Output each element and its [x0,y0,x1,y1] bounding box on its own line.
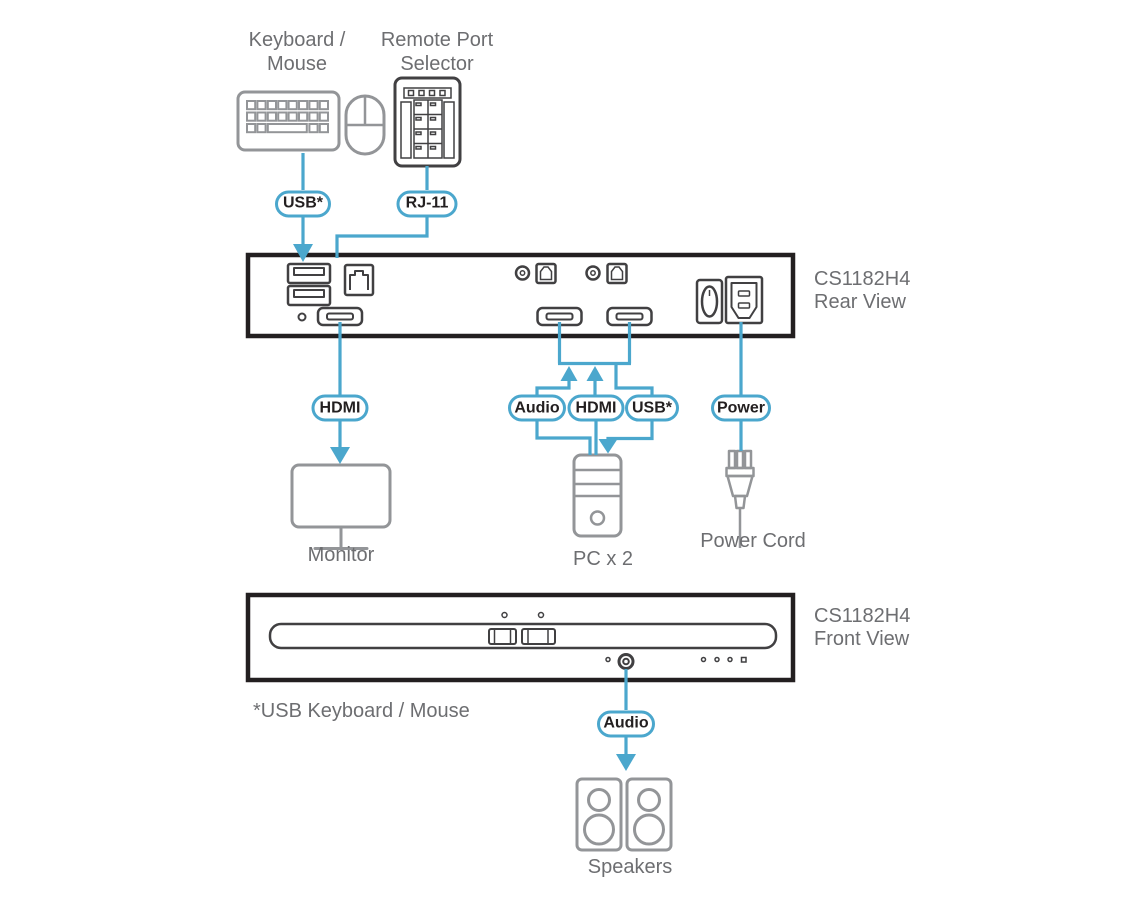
speakers-icon [575,777,673,852]
usb-footnote: *USB Keyboard / Mouse [253,700,470,722]
pill-hdmi-pc: HDMI [567,394,625,422]
power-plug-icon [725,449,755,548]
audio-usb-b-group-1 [514,262,557,285]
arrow-down-usb-pc [598,439,618,454]
arrow-up-hdmi [586,366,604,381]
front-audio-jack [617,653,635,670]
arrow-down-audio-speakers [616,754,636,771]
front-panel [245,592,796,683]
port-led-1 [501,611,508,619]
rear-view-title: CS1182H4 Rear View [814,268,910,314]
audio-usb-b-group-2 [585,262,628,285]
power-inlet [724,275,764,325]
pc-icon [572,453,623,538]
rj11-port [343,263,375,297]
status-led-4 [740,656,747,663]
port-selection-button-1 [488,628,517,645]
rear-view-text: Rear View [814,291,906,313]
keyboard-mouse-label: Keyboard / Mouse [248,29,346,75]
power-switch [695,278,724,325]
port-led-2 [537,611,545,619]
port-selection-button-2 [521,628,556,645]
pill-usb-pc: USB* [625,394,679,422]
arrow-up-audio [560,366,578,381]
keyboard-icon [236,90,341,152]
mic-hole [605,656,611,663]
rear-panel [245,252,796,339]
remote-port-selector-icon [393,76,462,168]
arrow-down-hdmi-monitor [330,447,350,464]
screw-hole [297,312,307,322]
power-cord-label: Power Cord [700,530,806,552]
front-view-title: CS1182H4 Front View [814,605,910,651]
pill-hdmi-monitor: HDMI [311,394,369,422]
usb-a-ports [286,262,332,307]
pill-rj11: RJ-11 [396,190,458,217]
front-view-text: Front View [814,628,910,650]
pc-label: PC x 2 [572,548,634,570]
pill-power: Power [711,394,771,422]
arrow-down-usb [293,244,313,262]
status-led-1 [700,656,707,663]
remote-port-selector-label: Remote Port Selector [380,29,494,75]
pill-usb-keyboard: USB* [275,190,331,217]
status-led-3 [727,656,733,663]
status-led-2 [714,656,720,663]
model-name: CS1182H4 [814,268,911,290]
speakers-label: Speakers [587,856,673,878]
monitor-label: Monitor [307,544,375,566]
monitor-icon [290,463,392,550]
pill-audio-pc: Audio [508,394,566,422]
connector-lines [293,153,743,771]
mouse-icon [344,94,386,156]
pill-audio-front: Audio [597,710,655,737]
model-name: CS1182H4 [814,605,911,627]
